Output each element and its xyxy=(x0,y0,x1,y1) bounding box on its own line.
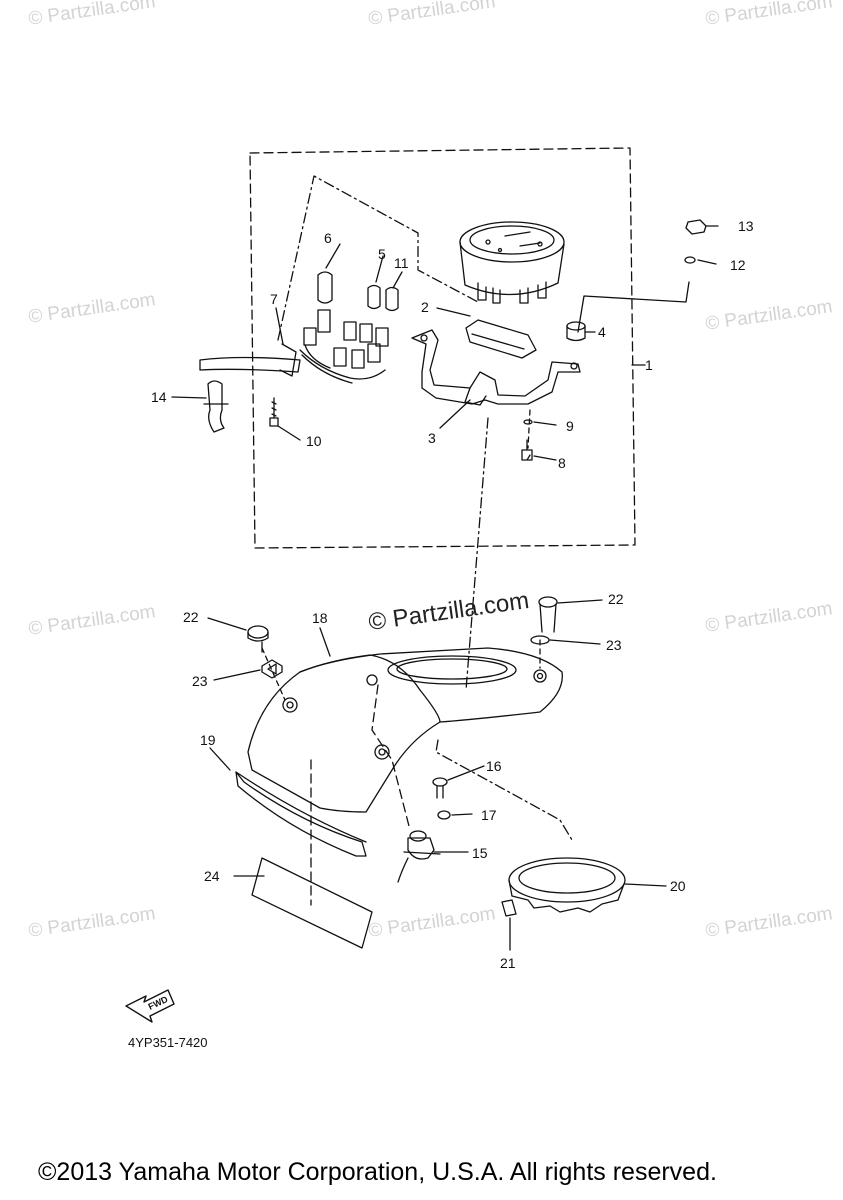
callout: 16 xyxy=(486,758,502,774)
callout: 8 xyxy=(558,455,566,471)
washer xyxy=(523,419,533,425)
callout: 22 xyxy=(183,609,199,625)
callout: 5 xyxy=(378,246,386,262)
callout: 9 xyxy=(566,418,574,434)
callout: 3 xyxy=(428,430,436,446)
leader-line xyxy=(533,421,557,426)
decal-label xyxy=(251,857,373,949)
leader-line xyxy=(209,747,231,771)
leader-line xyxy=(392,271,403,289)
leader-line xyxy=(624,883,667,887)
callout: 6 xyxy=(324,230,332,246)
callout: 17 xyxy=(481,807,497,823)
leader-line xyxy=(436,307,471,317)
indicator-switch xyxy=(397,830,441,883)
callout: 19 xyxy=(200,732,216,748)
screw xyxy=(269,397,279,427)
callout: 20 xyxy=(670,878,686,894)
leader-line xyxy=(325,243,341,269)
callout: 13 xyxy=(738,218,754,234)
meter-ring xyxy=(508,857,626,913)
callout: 7 xyxy=(270,291,278,307)
reference-line xyxy=(261,647,286,701)
reference-line xyxy=(577,281,690,333)
callout: 14 xyxy=(151,389,167,405)
screw xyxy=(247,625,269,653)
leader-line xyxy=(275,307,284,345)
reference-line xyxy=(277,175,479,341)
callout: 10 xyxy=(306,433,322,449)
callout: 24 xyxy=(204,868,220,884)
washer xyxy=(530,635,550,645)
callout: 23 xyxy=(606,637,622,653)
reference-line xyxy=(465,417,489,691)
callout: 2 xyxy=(421,299,429,315)
leader-line xyxy=(533,455,557,461)
speedometer-unit xyxy=(459,221,565,304)
meter-bracket xyxy=(411,329,581,406)
callout: 11 xyxy=(394,255,409,271)
bulb xyxy=(367,284,381,310)
meter-cover xyxy=(247,647,563,813)
bulb xyxy=(317,271,333,304)
copyright-notice: ©2013 Yamaha Motor Corporation, U.S.A. A… xyxy=(38,1158,717,1186)
forward-arrow-icon: FWD xyxy=(125,989,175,1023)
bolt xyxy=(521,439,533,461)
grommet xyxy=(566,321,586,342)
leader-line xyxy=(207,617,247,631)
leader-line xyxy=(375,255,384,283)
callout: 23 xyxy=(192,673,208,689)
leader-line xyxy=(697,259,717,265)
callout: 21 xyxy=(500,955,516,971)
leader-line xyxy=(447,765,485,781)
wire-clamp xyxy=(203,380,229,433)
callout: 1 xyxy=(645,357,653,373)
reference-line xyxy=(526,409,531,461)
leader-line xyxy=(549,639,601,645)
clip xyxy=(501,899,517,917)
washer xyxy=(261,659,283,679)
reference-line xyxy=(435,739,573,841)
leader-line xyxy=(213,669,261,681)
screw xyxy=(432,777,448,799)
callout-numbers: 1 2 3 4 5 6 7 8 9 10 11 12 13 14 15 16 1… xyxy=(151,218,754,971)
callout: 15 xyxy=(472,845,488,861)
cover-strip xyxy=(235,771,367,857)
washer xyxy=(437,810,451,820)
leader-line xyxy=(439,399,471,429)
callout: 22 xyxy=(608,591,624,607)
bulb-socket-harness xyxy=(199,309,389,384)
leader-line xyxy=(451,813,473,816)
washer xyxy=(684,256,696,264)
meter-gasket xyxy=(465,319,537,359)
leader-line xyxy=(171,396,207,399)
leader-line xyxy=(277,425,301,441)
leader-line xyxy=(557,599,603,604)
leader-line xyxy=(319,627,331,657)
diagram-code: 4YP351-7420 xyxy=(128,1035,208,1050)
callout: 4 xyxy=(598,324,606,340)
nut xyxy=(685,219,707,235)
bulb xyxy=(385,286,399,312)
screw xyxy=(538,596,558,633)
meter-assembly-outline xyxy=(249,147,636,549)
callout: 18 xyxy=(312,610,328,626)
callout: 12 xyxy=(730,257,746,273)
